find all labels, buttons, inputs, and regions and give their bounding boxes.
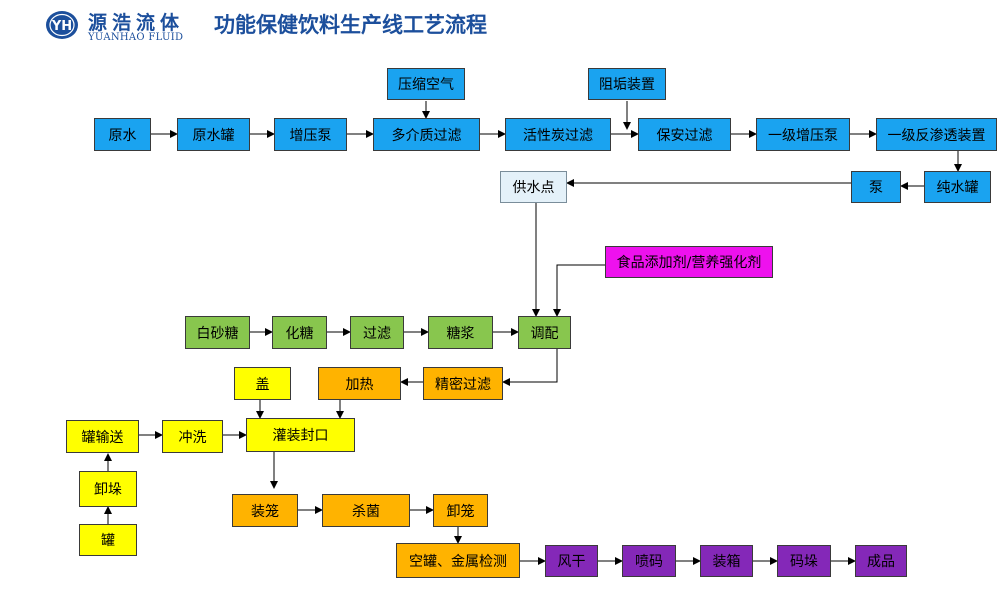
- node-cap: 盖: [234, 367, 291, 400]
- node-scale-inhibitor: 阻垢装置: [588, 68, 666, 100]
- node-syrup: 糖浆: [428, 316, 493, 349]
- node-sterilizing: 杀菌: [322, 494, 410, 527]
- arrow-additive-to-blending: [553, 264, 605, 317]
- node-blending: 调配: [518, 316, 571, 349]
- header: YH 源浩流体 YUANHAO FLUID 功能保健饮料生产线工艺流程: [0, 0, 1008, 50]
- logo-mark-text: YH: [51, 19, 72, 34]
- node-can: 罐: [79, 524, 137, 556]
- node-filling-sealing: 灌装封口: [246, 418, 355, 452]
- node-heating: 加热: [318, 367, 401, 400]
- node-white-sugar: 白砂糖: [185, 316, 250, 349]
- node-unstacking: 卸垛: [79, 471, 137, 507]
- node-pump: 泵: [851, 171, 901, 203]
- node-activated-carbon-filter: 活性炭过滤: [505, 118, 611, 151]
- node-pure-water-tank: 纯水罐: [924, 171, 991, 203]
- node-food-additive: 食品添加剂/营养强化剂: [605, 246, 773, 278]
- node-code-printing: 喷码: [622, 545, 676, 577]
- node-supply-point: 供水点: [500, 171, 567, 203]
- node-finished-product: 成品: [855, 545, 907, 577]
- node-raw-water: 原水: [94, 118, 151, 151]
- node-air-drying: 风干: [545, 545, 598, 577]
- arrow-blending-to-precision: [502, 349, 558, 386]
- node-can-conveying: 罐输送: [66, 420, 139, 453]
- node-security-filter: 保安过滤: [638, 118, 731, 151]
- logo-english-name: YUANHAO FLUID: [88, 32, 184, 43]
- node-palletizing: 码垛: [777, 545, 831, 577]
- node-precision-filter: 精密过滤: [423, 367, 503, 400]
- node-filtering: 过滤: [350, 316, 404, 349]
- page-title: 功能保健饮料生产线工艺流程: [214, 13, 487, 37]
- node-booster-pump: 增压泵: [274, 118, 347, 151]
- node-primary-ro: 一级反渗透装置: [876, 118, 997, 151]
- logo-chinese-name: 源浩流体: [88, 12, 185, 34]
- node-compressed-air: 压缩空气: [387, 68, 465, 100]
- node-multimedia-filter: 多介质过滤: [373, 118, 480, 151]
- node-caging: 装笼: [232, 494, 298, 527]
- node-sugar-dissolving: 化糖: [272, 316, 327, 349]
- logo-mark: YH: [46, 11, 78, 39]
- node-primary-booster-pump: 一级增压泵: [756, 118, 850, 151]
- node-uncaging: 卸笼: [433, 494, 488, 527]
- node-rinsing: 冲洗: [162, 420, 223, 453]
- node-empty-can-metal-detect: 空罐、金属检测: [396, 543, 520, 578]
- node-boxing: 装箱: [700, 545, 753, 577]
- node-raw-water-tank: 原水罐: [177, 118, 250, 151]
